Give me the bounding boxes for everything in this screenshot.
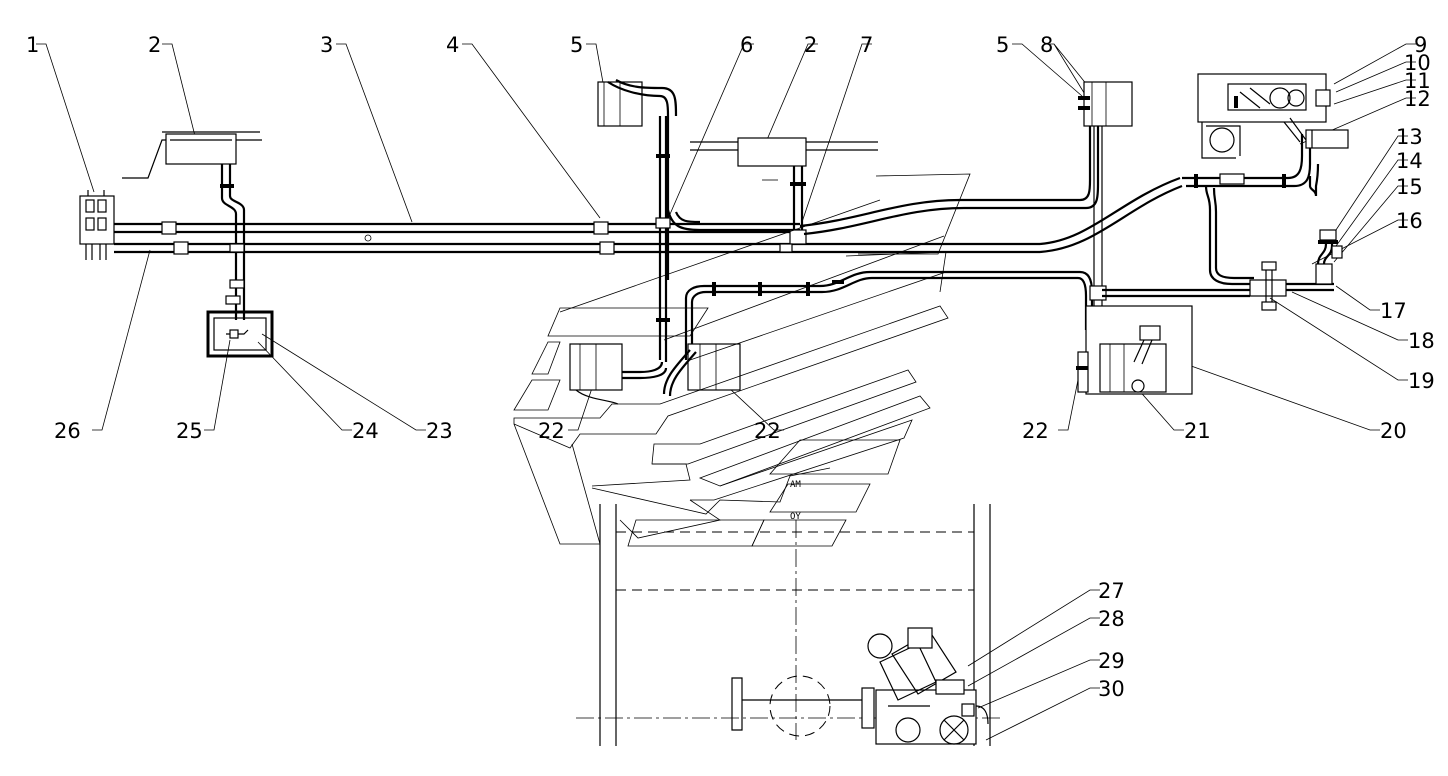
callout-18: 18 bbox=[1408, 329, 1435, 353]
callout-20: 20 bbox=[1380, 419, 1407, 443]
mark-am: AM bbox=[790, 480, 801, 490]
lower-branch-pipe bbox=[684, 270, 1094, 362]
valve-box-21 bbox=[1076, 305, 1193, 395]
callout-21: 21 bbox=[1184, 419, 1211, 443]
brake-chamber-22-left bbox=[569, 343, 623, 405]
callout-22: 22 bbox=[1022, 419, 1049, 443]
callout-15: 15 bbox=[1396, 175, 1423, 199]
valve-5-right bbox=[1078, 81, 1133, 127]
callout-24: 24 bbox=[352, 419, 379, 443]
callout-13: 13 bbox=[1396, 125, 1423, 149]
axle-wheel bbox=[731, 675, 875, 737]
callout-11: 11 bbox=[1404, 69, 1431, 93]
callout-5: 5 bbox=[996, 33, 1009, 57]
chassis-outline bbox=[513, 173, 971, 547]
callout-19: 19 bbox=[1408, 369, 1435, 393]
callout-22: 22 bbox=[538, 419, 565, 443]
callout-2: 2 bbox=[148, 33, 161, 57]
air-reservoir-2-left bbox=[122, 131, 262, 179]
rear-air-tank-1 bbox=[79, 190, 115, 260]
branch-to-valve-24 bbox=[220, 164, 246, 320]
callout-26: 26 bbox=[54, 419, 81, 443]
valve-group-9-12 bbox=[1197, 73, 1349, 159]
callout-28: 28 bbox=[1098, 607, 1125, 631]
callout-4: 4 bbox=[446, 33, 459, 57]
callout-29: 29 bbox=[1098, 649, 1125, 673]
callout-8: 8 bbox=[1040, 33, 1053, 57]
frame-marks: AM OY bbox=[790, 480, 801, 522]
callout-27: 27 bbox=[1098, 579, 1125, 603]
callout-10: 10 bbox=[1404, 51, 1431, 75]
callout-labels: 1 2 3 4 5 6 2 7 5 8 9 10 11 12 13 14 15 … bbox=[26, 33, 1435, 701]
callout-6: 6 bbox=[740, 33, 753, 57]
callout-17: 17 bbox=[1380, 299, 1407, 323]
pipe-to-right-valve bbox=[799, 100, 1100, 236]
brake-chamber-box-24 bbox=[206, 310, 274, 358]
main-pipe-3 bbox=[114, 221, 800, 242]
callout-2: 2 bbox=[804, 33, 817, 57]
callout-12: 12 bbox=[1404, 87, 1431, 111]
callout-5: 5 bbox=[570, 33, 583, 57]
main-pipe-26 bbox=[114, 176, 1183, 255]
pipe-6-vertical bbox=[580, 116, 800, 380]
right-pipe-loop bbox=[1102, 134, 1320, 298]
callout-23: 23 bbox=[426, 419, 453, 443]
callout-25: 25 bbox=[176, 419, 203, 443]
callout-9: 9 bbox=[1414, 33, 1427, 57]
callout-22: 22 bbox=[754, 419, 781, 443]
callout-1: 1 bbox=[26, 33, 39, 57]
callout-16: 16 bbox=[1396, 209, 1423, 233]
valve-group-13-19 bbox=[1249, 229, 1343, 311]
mark-oy: OY bbox=[790, 512, 801, 522]
callout-30: 30 bbox=[1098, 677, 1125, 701]
brake-chamber-22-right bbox=[662, 343, 741, 397]
valve-5-left bbox=[597, 79, 678, 280]
compressor-assembly bbox=[867, 627, 989, 745]
air-reservoir-2-middle bbox=[690, 137, 878, 253]
callout-7: 7 bbox=[860, 33, 873, 57]
chassis-frame bbox=[576, 504, 1000, 746]
callout-14: 14 bbox=[1396, 149, 1423, 173]
callout-3: 3 bbox=[320, 33, 333, 57]
leader-lines bbox=[36, 43, 1416, 741]
